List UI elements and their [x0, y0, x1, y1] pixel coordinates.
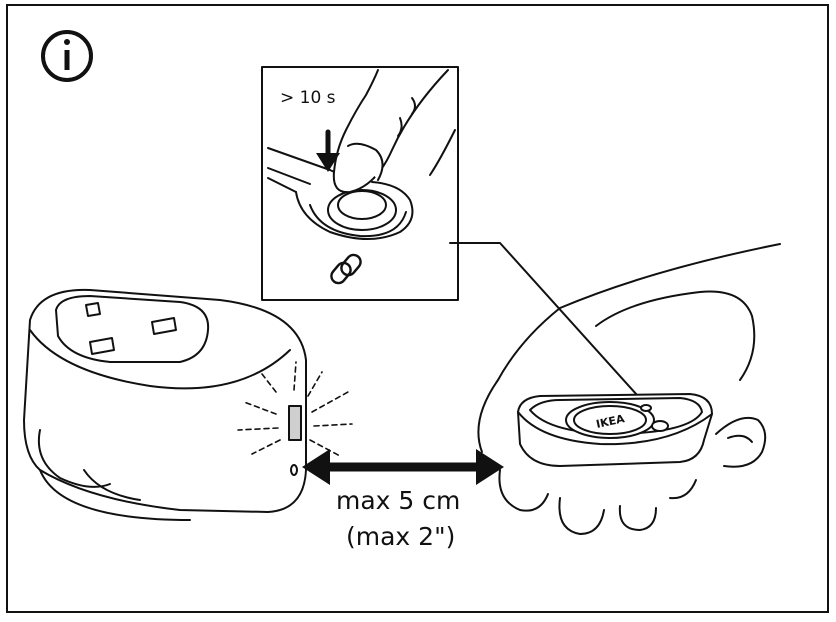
link-icon — [330, 253, 362, 285]
remote-control — [517, 393, 713, 467]
info-icon — [41, 30, 93, 82]
press-arrow — [316, 129, 340, 172]
instruction-frame — [6, 4, 829, 613]
hold-time-label: > 10 s — [280, 88, 336, 108]
status-led — [288, 405, 302, 441]
inset-detail — [261, 66, 647, 406]
distance-arrow — [302, 449, 504, 485]
finger — [332, 69, 456, 194]
led-flash-rays — [237, 361, 353, 457]
max-distance-imperial: (max 2") — [346, 522, 456, 551]
remote-brand: IKEA — [595, 412, 626, 431]
max-distance-metric: max 5 cm — [336, 486, 461, 515]
hand-with-remote — [477, 243, 781, 535]
pairing-button — [327, 189, 397, 231]
smart-plug — [23, 288, 353, 521]
